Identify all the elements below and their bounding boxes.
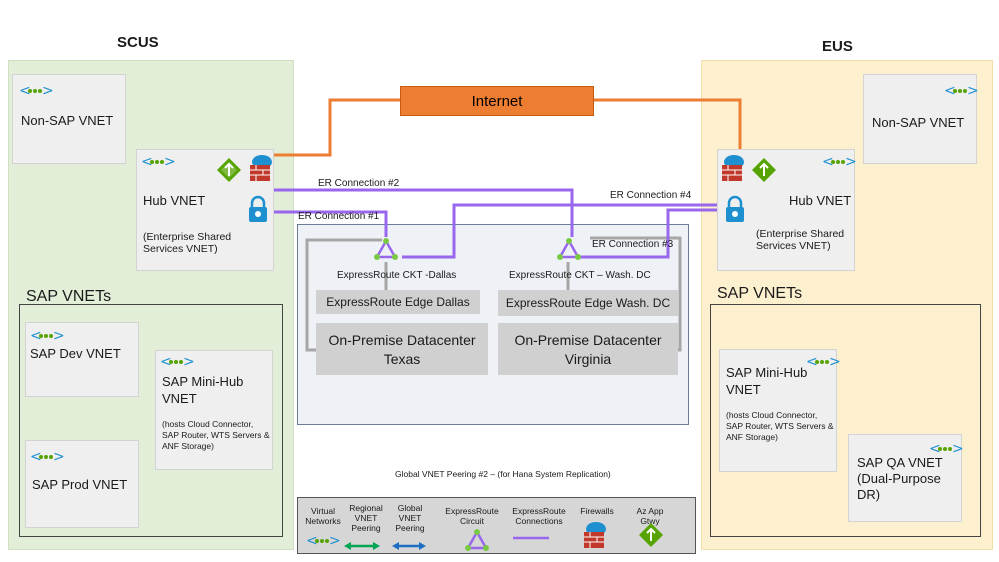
app-gateway-icon bbox=[639, 523, 663, 547]
dc-virginia-line1: On-Premise Datacenter bbox=[514, 331, 662, 348]
svg-text:>: > bbox=[967, 83, 979, 99]
legend-firewalls-label: Firewalls bbox=[580, 506, 614, 516]
scus-sap-prod-vnet-label: SAP Prod VNET bbox=[32, 477, 128, 492]
scus-sap-mini-hub-title: SAP Mini-Hub VNET bbox=[162, 374, 244, 406]
er-connection-3-label: ER Connection #3 bbox=[592, 239, 674, 250]
ckt-dallas-label: ExpressRoute CKT -Dallas bbox=[337, 270, 457, 281]
eus-non-sap-vnet-label: Non-SAP VNET bbox=[872, 115, 965, 130]
vnet-icon: <> bbox=[929, 441, 964, 457]
dc-texas-line2: Texas bbox=[383, 350, 421, 367]
legend-global-peering-label: Global VNET Peering bbox=[395, 503, 425, 533]
edge-dallas-label: ExpressRoute Edge Dallas bbox=[326, 295, 470, 309]
legend-virtual-networks-label: Virtual Networks bbox=[305, 506, 341, 526]
svg-text:<: < bbox=[30, 328, 42, 344]
eus-sap-qa-vnet-label: SAP QA VNET (Dual-Purpose DR) bbox=[857, 455, 943, 502]
app-gateway-icon bbox=[217, 158, 241, 182]
legend bbox=[297, 497, 696, 554]
er-connection-2-label: ER Connection #2 bbox=[318, 178, 400, 189]
scus-sap-mini-hub-vnet: <> SAP Mini-Hub VNET (hosts Cloud Connec… bbox=[155, 350, 273, 470]
eus-hub-vnet-label: Hub VNET bbox=[789, 193, 852, 208]
scus-sap-dev-vnet: <> SAP Dev VNET bbox=[25, 322, 139, 397]
scus-title: SCUS bbox=[117, 34, 159, 51]
vnet-icon: <> bbox=[806, 354, 841, 370]
eus-title: EUS bbox=[822, 38, 853, 55]
svg-text:<: < bbox=[944, 83, 956, 99]
vnet-icon: <> bbox=[141, 154, 176, 170]
dc-virginia-line2: Virginia bbox=[564, 350, 612, 367]
er-connection-4-label: ER Connection #4 bbox=[610, 190, 692, 201]
scus-sap-mini-hub-desc: (hosts Cloud Connector, SAP Router, WTS … bbox=[162, 419, 270, 451]
internet-bar: Internet bbox=[400, 86, 594, 116]
svg-text:<: < bbox=[929, 441, 941, 457]
ckt-wash-label: ExpressRoute CKT – Wash. DC bbox=[509, 270, 651, 281]
regional-peering-arrow-icon bbox=[344, 542, 380, 550]
svg-text:<: < bbox=[160, 354, 172, 370]
svg-text:>: > bbox=[53, 328, 65, 344]
global-peering-arrow-icon bbox=[392, 542, 426, 550]
scus-sap-vnets-title: SAP VNETs bbox=[26, 288, 112, 305]
vnet-icon: <> bbox=[160, 354, 195, 370]
edge-wash-label: ExpressRoute Edge Wash. DC bbox=[505, 296, 671, 310]
svg-text:>: > bbox=[329, 533, 341, 549]
eus-sap-qa-vnet: <> SAP QA VNET (Dual-Purpose DR) bbox=[848, 434, 964, 522]
svg-text:<: < bbox=[141, 154, 153, 170]
legend-er-connections-label: ExpressRoute Connections bbox=[512, 506, 566, 526]
dc-texas-line1: On-Premise Datacenter bbox=[328, 331, 476, 348]
scus-sap-dev-vnet-label: SAP Dev VNET bbox=[30, 346, 121, 361]
scus-non-sap-vnet: <> Non-SAP VNET bbox=[12, 74, 126, 164]
svg-text:>: > bbox=[53, 449, 65, 465]
firewall-icon bbox=[584, 522, 606, 548]
internet-label: Internet bbox=[471, 92, 523, 110]
firewall-icon bbox=[722, 155, 744, 181]
expressroute-circuit-icon bbox=[557, 238, 581, 260]
legend-regional-peering-label: Regional VNET Peering bbox=[349, 503, 383, 533]
eus-hub-desc: (Enterprise Shared Services VNET) bbox=[756, 228, 845, 252]
firewall-icon bbox=[250, 155, 272, 181]
expressroute-circuit-icon bbox=[465, 529, 489, 551]
scus-sap-vnets-group bbox=[19, 304, 283, 537]
eus-non-sap-vnet: <> Non-SAP VNET bbox=[863, 74, 979, 164]
edge-wash: ExpressRoute Edge Wash. DC bbox=[498, 290, 678, 316]
svg-text:<: < bbox=[822, 154, 834, 170]
expressroute-circuit-icon bbox=[374, 238, 398, 260]
eus-sap-vnets-title: SAP VNETs bbox=[717, 285, 803, 302]
svg-text:>: > bbox=[42, 83, 54, 99]
scus-sap-prod-vnet: <> SAP Prod VNET bbox=[25, 440, 139, 528]
legend-er-circuit-label: ExpressRoute Circuit bbox=[445, 506, 499, 526]
svg-text:<: < bbox=[30, 449, 42, 465]
svg-text:>: > bbox=[183, 354, 195, 370]
svg-text:>: > bbox=[952, 441, 964, 457]
legend-app-gateway-label: Az App Gtwy bbox=[636, 506, 664, 526]
scus-hub-vnet-label: Hub VNET bbox=[143, 193, 206, 208]
eus-sap-mini-hub-title: SAP Mini-Hub VNET bbox=[726, 365, 808, 397]
scus-hub-desc: (Enterprise Shared Services VNET) bbox=[143, 231, 232, 255]
vpn-lock-icon bbox=[249, 195, 267, 222]
svg-text:>: > bbox=[829, 354, 841, 370]
svg-text:>: > bbox=[164, 154, 176, 170]
vnet-icon: <> bbox=[306, 533, 341, 549]
svg-text:<: < bbox=[306, 533, 318, 549]
eus-sap-vnets-group bbox=[710, 304, 981, 537]
scus-non-sap-vnet-label: Non-SAP VNET bbox=[21, 113, 114, 128]
vnet-icon: <> bbox=[822, 154, 857, 170]
vnet-icon: <> bbox=[30, 328, 65, 344]
vnet-icon: <> bbox=[19, 83, 54, 99]
svg-text:<: < bbox=[19, 83, 31, 99]
er-connection-line-icon bbox=[513, 536, 549, 540]
dc-texas: On-Premise Datacenter Texas bbox=[316, 323, 488, 375]
app-gateway-icon bbox=[752, 158, 776, 182]
svg-text:>: > bbox=[845, 154, 857, 170]
vnet-icon: <> bbox=[30, 449, 65, 465]
edge-dallas: ExpressRoute Edge Dallas bbox=[316, 290, 480, 314]
eus-sap-mini-hub-desc: (hosts Cloud Connector, SAP Router, WTS … bbox=[726, 410, 834, 442]
vnet-icon: <> bbox=[944, 83, 979, 99]
svg-text:<: < bbox=[806, 354, 818, 370]
global-peering-caption: Global VNET Peering #2 – (for Hana Syste… bbox=[395, 469, 611, 479]
eus-sap-mini-hub-vnet: <> SAP Mini-Hub VNET (hosts Cloud Connec… bbox=[719, 349, 841, 472]
er-connection-1-label: ER Connection #1 bbox=[298, 211, 380, 222]
vpn-lock-icon bbox=[726, 195, 744, 222]
dc-virginia: On-Premise Datacenter Virginia bbox=[498, 323, 678, 375]
